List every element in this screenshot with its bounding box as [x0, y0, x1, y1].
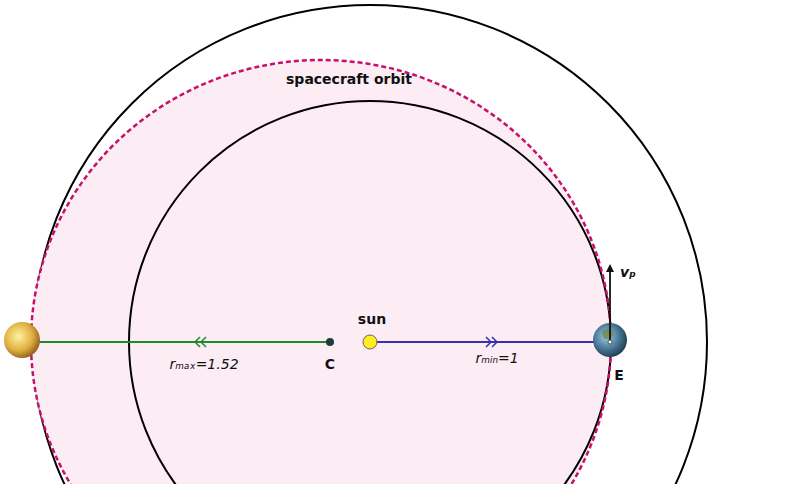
velocity-arrow	[609, 266, 611, 340]
body-label: sun	[358, 312, 386, 327]
earth-land	[602, 328, 613, 339]
chevron	[486, 337, 491, 347]
sun-symbol	[363, 335, 377, 349]
distance-label: rₘᵢₙ=1	[475, 351, 518, 366]
velocity-label: vₚ	[620, 265, 636, 280]
transfer-orbit-fill	[31, 60, 611, 484]
chevron	[195, 337, 200, 347]
mars-planet	[4, 322, 40, 358]
orbit-name: spacecraft orbit	[286, 72, 412, 87]
center-dot	[326, 338, 334, 346]
point-label: C	[325, 357, 335, 372]
rmax-line	[30, 341, 330, 343]
earth-orbit	[129, 101, 611, 484]
point-label: E	[614, 368, 624, 383]
chevron	[492, 337, 497, 347]
distance-label: rₘₐₓ=1.52	[169, 357, 238, 372]
earth-point	[608, 340, 612, 344]
transfer-orbit	[31, 60, 611, 484]
chevron	[201, 337, 206, 347]
